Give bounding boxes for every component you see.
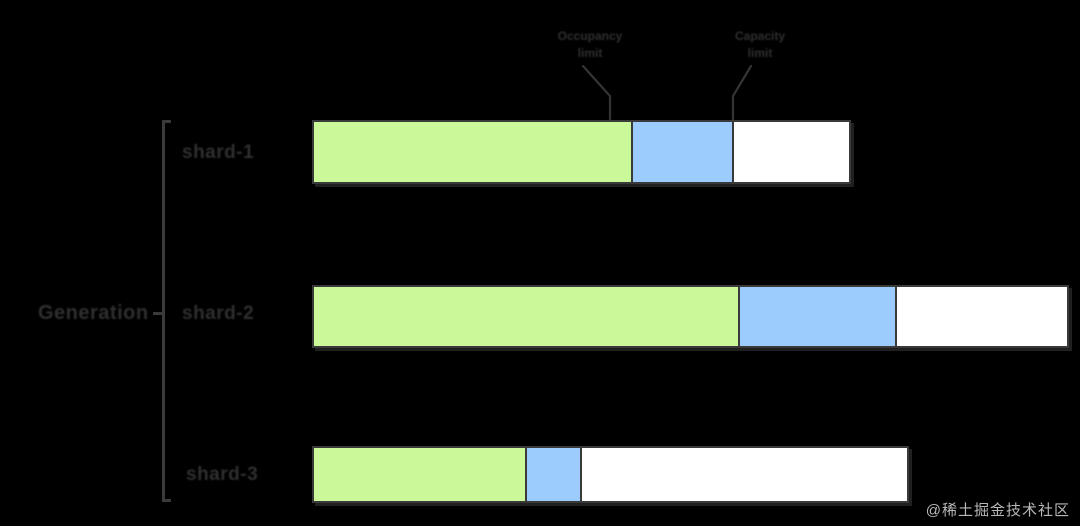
group-bracket-tick-middle [153,312,165,315]
segment-free [734,122,849,182]
segment-reserved [527,448,582,501]
group-bracket-tick-top [162,120,171,123]
segment-used [314,122,633,182]
group-bracket-tick-bottom [162,499,171,502]
segment-used [314,448,527,501]
group-bracket-spine [162,120,165,502]
watermark: @稀土掘金技术社区 [925,502,1070,519]
annotation-capacity-limit: Capacity limit [712,28,808,62]
annotation-occupancy-limit-line2: limit [577,46,603,60]
annotation-capacity-limit-line1: Capacity [734,29,786,43]
row-label-shard-3: shard-3 [186,464,259,485]
segment-used [314,287,740,346]
row-label-shard-2: shard-2 [182,303,255,324]
segment-reserved [740,287,897,346]
bar-row-shard-3 [312,446,909,503]
annotation-occupancy-limit-line1: Occupancy [557,29,623,43]
bar-row-shard-2 [312,285,1069,348]
segment-free [897,287,1067,346]
bar-row-shard-1 [312,120,851,184]
annotation-occupancy-limit: Occupancy limit [540,28,640,62]
segment-reserved [633,122,734,182]
group-label: Generation [38,302,149,324]
segment-free [582,448,907,501]
annotation-capacity-limit-line2: limit [747,46,773,60]
row-label-shard-1: shard-1 [182,142,255,163]
